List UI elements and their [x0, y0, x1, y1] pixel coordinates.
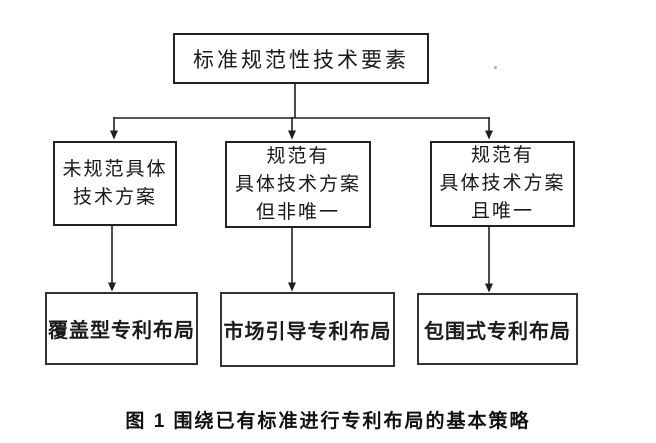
node-strategy-encirclement-layout: 包围式专利布局: [417, 293, 578, 365]
strategy-label: 覆盖型专利布局: [48, 320, 195, 342]
stray-dot-artifact: [494, 66, 497, 69]
node-root-standard-normative-elements: 标准规范性技术要素: [173, 33, 429, 84]
node-strategy-market-guided-layout: 市场引导专利布局: [220, 292, 395, 367]
node-condition-specified-not-unique: 规范有 具体技术方案 但非唯一: [225, 141, 371, 228]
condition-line: 具体技术方案: [234, 173, 361, 195]
condition-line: 但非唯一: [255, 201, 340, 223]
strategy-label: 包围式专利布局: [424, 320, 571, 343]
strategy-label: 市场引导专利布局: [223, 321, 392, 343]
condition-line: 规范有: [266, 145, 330, 167]
node-condition-specified-unique: 规范有 具体技术方案 且唯一: [430, 141, 575, 227]
node-strategy-coverage-layout: 覆盖型专利布局: [45, 292, 198, 365]
condition-line: 具体技术方案: [439, 173, 566, 194]
node-condition-unspecified-solution: 未规范具体 技术方案: [53, 141, 177, 226]
condition-line: 规范有: [470, 145, 534, 166]
figure-caption: 图 1 围绕已有标准进行专利布局的基本策略: [125, 411, 531, 432]
condition-line: 未规范具体: [62, 158, 168, 180]
condition-line: 技术方案: [72, 186, 157, 208]
node-root-label: 标准规范性技术要素: [193, 47, 409, 72]
condition-line: 且唯一: [470, 201, 534, 222]
